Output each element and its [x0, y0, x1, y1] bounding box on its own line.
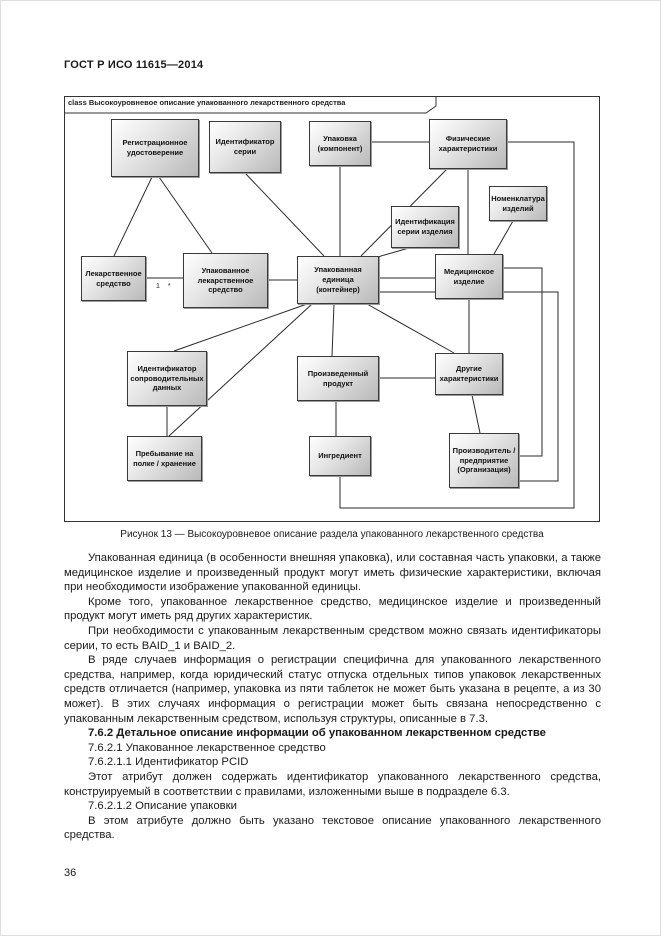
section-heading-7-6-2-1: 7.6.2.1 Упакованное лекарственное средст… [88, 741, 326, 754]
diagram-box-batch-identifier: Идентификатор серии [209, 121, 281, 173]
paragraph: Этот атрибут должен содержать идентифика… [64, 770, 601, 798]
diagram-box-product-batch-identification: Идентификация серии изделия [391, 206, 459, 248]
diagram-box-shelf-life-storage: Пребывание на полке / хранение [127, 436, 202, 481]
figure-caption: Рисунок 13 — Высокоуровневое описание ра… [120, 529, 544, 540]
section-heading-7-6-2: 7.6.2 Детальное описание информации об у… [88, 727, 546, 740]
diagram-frame-label: class Высокоуровневое описание упакованн… [68, 98, 346, 107]
diagram-box-manufactured-product: Произведенный продукт [297, 356, 379, 401]
multiplicity-label: 1 * [156, 283, 174, 290]
diagram-box-packaged-unit-container: Упакованная единица (контейнер) [297, 256, 379, 304]
diagram-box-medicinal-product: Лекарственное средство [81, 256, 146, 301]
diagram-box-medical-device: Медицинское изделие [435, 254, 503, 299]
diagram-box-other-characteristics: Другие характеристики [435, 353, 503, 395]
diagram-box-registration-certificate: Регистрационное удостоверение [111, 119, 199, 177]
paragraph: В этом атрибуте должно быть указано текс… [64, 814, 601, 842]
uml-class-diagram: class Высокоуровневое описание упакованн… [64, 96, 600, 522]
section-heading-7-6-2-1-1: 7.6.2.1.1 Идентификатор PCID [88, 756, 249, 769]
paragraph: В ряде случаев информация о регистрации … [64, 654, 601, 725]
diagram-box-ingredient: Ингредиент [309, 436, 371, 476]
diagram-lines [64, 96, 600, 522]
document-title: ГОСТ Р ИСО 11615—2014 [64, 59, 204, 71]
diagram-box-package-component: Упаковка (компонент) [309, 121, 371, 166]
diagram-box-packaged-medicinal-product: Упакованное лекарственное средство [183, 253, 268, 308]
paragraph: При необходимости с упакованным лекарств… [64, 624, 601, 652]
section-heading-7-6-2-1-2: 7.6.2.1.2 Описание упаковки [88, 800, 237, 813]
body-text: Упакованная единица (в особенности внешн… [64, 551, 601, 843]
diagram-box-product-nomenclature: Номенклатура изделий [489, 186, 547, 221]
diagram-box-accompanying-data-identifier: Идентификатор сопроводительных данных [127, 351, 207, 406]
page-number: 36 [64, 867, 77, 879]
paragraph: Кроме того, упакованное лекарственное ср… [64, 595, 601, 623]
paragraph: Упакованная единица (в особенности внешн… [64, 552, 601, 594]
diagram-box-manufacturer-organization: Производитель /предприятие (Организация) [449, 433, 519, 488]
diagram-box-physical-characteristics: Физические характеристики [429, 119, 507, 169]
